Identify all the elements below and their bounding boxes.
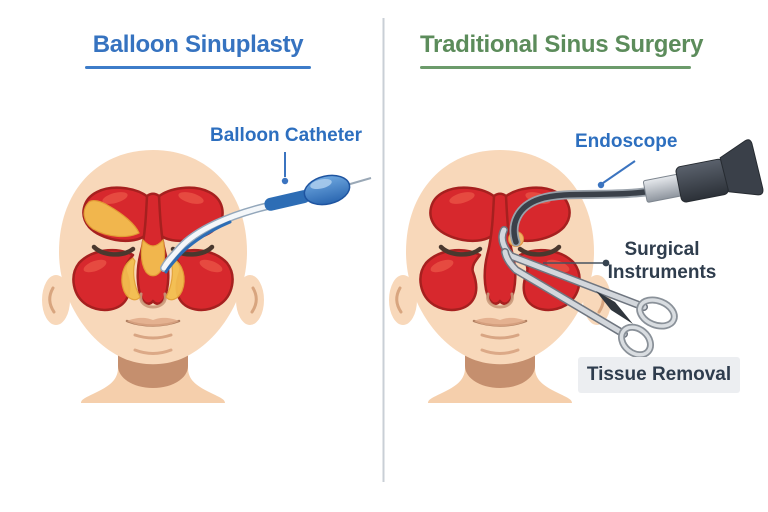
balloon-catheter-icon [160, 174, 372, 274]
head-cross-section-left [42, 150, 264, 403]
left-panel-title: Balloon Sinuplasty [92, 31, 304, 58]
right-panel-title: Traditional Sinus Surgery [420, 31, 704, 58]
endoscope-icon [508, 139, 764, 247]
right-title-underline [420, 66, 691, 69]
surgical-instruments-pointer-line [543, 259, 610, 267]
surgical-instruments-label: Surgical Instruments [607, 239, 717, 283]
tissue-removal-badge: Tissue Removal [578, 357, 740, 393]
left-title-underline [85, 66, 311, 69]
balloon-catheter-label: Balloon Catheter [209, 125, 363, 146]
endoscope-label: Endoscope [575, 131, 678, 152]
endoscope-pointer-line [597, 160, 636, 189]
surgical-forceps-icon [498, 226, 678, 359]
balloon-catheter-pointer-line [281, 152, 289, 185]
